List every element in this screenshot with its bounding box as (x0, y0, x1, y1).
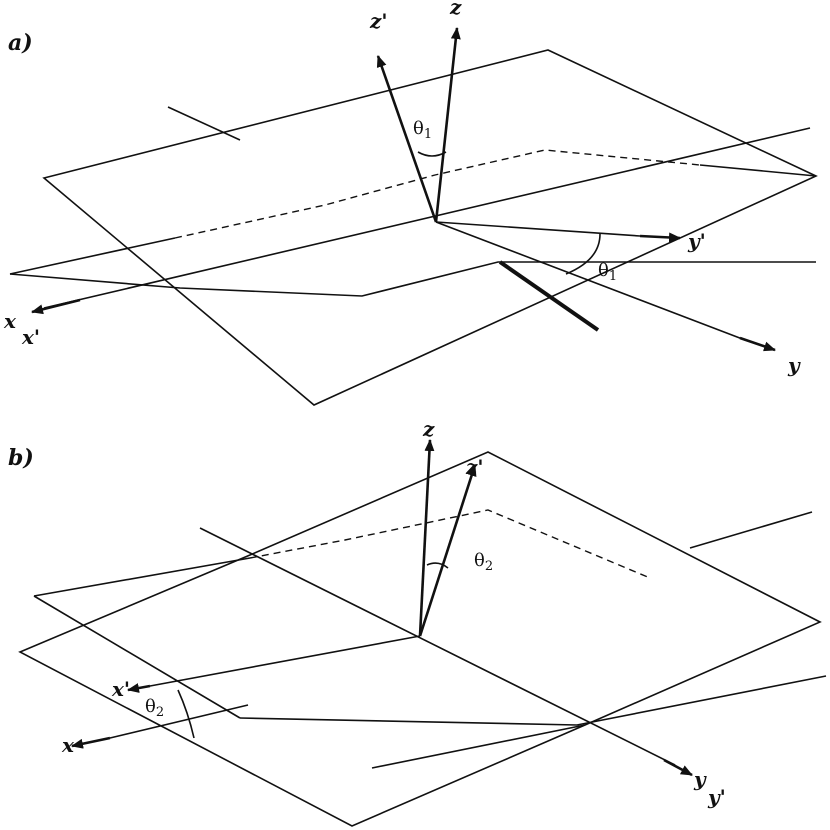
panel-b-y-prime-label: y' (707, 785, 726, 809)
panel-b-mid-line (371, 724, 586, 769)
panel-b-x-axis (71, 736, 111, 749)
panel-b-x-prime-line (149, 635, 421, 687)
panel-a-back-line (167, 106, 241, 141)
panel-a-tilted-plane-near-edge (9, 261, 816, 297)
panel-a-theta-y-arc (565, 233, 601, 275)
panel-a-y-prime-axis-arrow (639, 232, 681, 243)
panel-a-z-axis (434, 27, 461, 223)
panel-a-thick-segment (498, 260, 600, 332)
panel-a-theta-y-label: θ1 (598, 260, 617, 284)
panel-b-x-line (109, 704, 249, 739)
panel-b-y-axis-line (199, 527, 676, 766)
panel-b-y-label: y (693, 767, 707, 791)
panel-b-tilted-plane-back-edge (33, 595, 241, 719)
panel-a-rotation-axis-line (43, 127, 811, 309)
panel-b-tilted-plane-left-edge (33, 557, 251, 597)
panel-a-y-prime-axis-line (435, 221, 641, 237)
panel-a-theta-y-sub: 1 (609, 269, 617, 284)
panel-a-x-prime-label: x' (21, 325, 40, 349)
panel-b-theta-x-label: θ2 (145, 696, 164, 720)
panel-a-tilted-plane-hidden-edge (174, 149, 701, 239)
panel-b-label: b) (8, 445, 34, 471)
panel-b-horizontal-plane (18, 451, 822, 827)
panel-a-tilted-plane-left-edge (9, 237, 176, 275)
panel-b-theta-x-sub: 2 (156, 705, 164, 720)
panel-a-tilted-plane-far-edge (699, 164, 817, 177)
panel-b-z-label: z (422, 417, 435, 441)
panel-a: a) z' z θ1 y' θ1 y x x' (3, 0, 818, 406)
panel-b-theta-x-arc (177, 689, 195, 739)
panel-a-theta-z-symbol: θ (413, 118, 424, 139)
panel-b-theta-x-symbol: θ (145, 696, 156, 717)
panel-b-y-axis-arrow (663, 758, 693, 777)
panel-b-x-prime-label: x' (111, 677, 130, 701)
panel-a-y-axis-arrow (739, 336, 776, 352)
panel-b-x-label: x (61, 733, 75, 757)
panel-a-theta-z-arc (417, 151, 447, 157)
panel-b-theta-z-arc (426, 562, 449, 569)
panel-a-y-axis-line (435, 221, 746, 341)
panel-b-tilted-plane-hidden-edge (249, 509, 651, 579)
panel-b-x-prime-axis (127, 683, 151, 693)
panel-a-horizontal-plane (42, 49, 818, 406)
panel-b-z-prime-label: z' (465, 455, 483, 479)
panel-b-theta-z-sub: 2 (485, 559, 493, 574)
panel-a-z-prime-label: z' (369, 9, 387, 33)
panel-a-y-prime-label: y' (687, 229, 706, 253)
panel-a-theta-z-sub: 1 (424, 127, 432, 142)
panel-a-label: a) (8, 30, 33, 56)
panel-b-theta-z-symbol: θ (474, 550, 485, 571)
panel-b-z-prime-axis (418, 464, 477, 637)
panel-a-x-axis (31, 298, 81, 315)
panel-a-theta-y-symbol: θ (598, 260, 609, 281)
panel-a-z-label: z (449, 0, 462, 19)
panel-a-y-label: y (787, 353, 801, 377)
panel-a-x-label: x (3, 309, 17, 333)
panel-b-z-axis (418, 439, 435, 637)
panel-a-theta-z-label: θ1 (413, 118, 432, 142)
panel-b-back-line (689, 511, 813, 549)
panel-b: b) z z' θ2 x' θ2 x y y' (8, 417, 827, 827)
panel-b-tilted-plane-right-edge (239, 675, 827, 726)
panel-a-z-prime-axis (376, 55, 438, 223)
panel-b-theta-z-label: θ2 (474, 550, 493, 574)
